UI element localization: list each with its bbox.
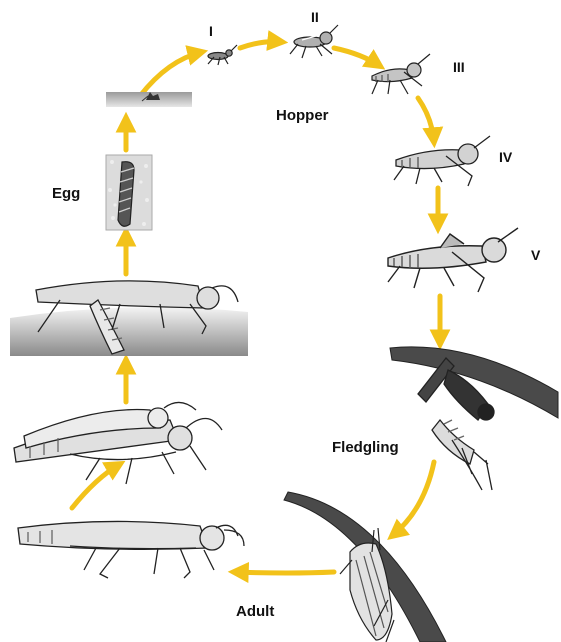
cycle-arrows bbox=[72, 42, 440, 573]
arrow-stage-1-to-2 bbox=[240, 42, 282, 48]
arrow-stage-3-to-4 bbox=[418, 98, 434, 142]
arrow-hatch-to-stage-1 bbox=[140, 52, 202, 96]
egg-laying-ground bbox=[10, 307, 248, 356]
egg-label: Egg bbox=[52, 185, 80, 202]
adult-locust-figure bbox=[18, 521, 244, 578]
adult-label: Adult bbox=[236, 603, 274, 620]
hopper-stage-4-figure bbox=[394, 136, 490, 186]
hopper-stage-3-figure bbox=[372, 54, 430, 94]
stage-4-label: IV bbox=[499, 149, 513, 165]
arrow-stage-2-to-3 bbox=[334, 48, 380, 66]
arrow-fledgling-to-molt bbox=[392, 462, 434, 536]
stage-2-label: II bbox=[311, 9, 319, 25]
hopper-label: Hopper bbox=[276, 107, 329, 124]
stage-5-label: V bbox=[531, 247, 541, 263]
emerging-adult-figure bbox=[340, 528, 394, 642]
mating-pair-figure bbox=[14, 402, 222, 484]
arrow-adult-to-mating bbox=[72, 464, 120, 508]
fledgling-label: Fledgling bbox=[332, 439, 399, 456]
hopper-stage-5-figure bbox=[388, 228, 518, 292]
egg-pod bbox=[106, 155, 152, 230]
hatchling-soil bbox=[106, 92, 192, 107]
stage-3-label: III bbox=[453, 59, 465, 75]
arrow-molt-to-adult bbox=[234, 572, 334, 573]
hopper-stage-2-figure bbox=[290, 25, 338, 58]
hopper-stage-1-figure bbox=[208, 45, 237, 65]
stage-1-label: I bbox=[209, 23, 213, 39]
